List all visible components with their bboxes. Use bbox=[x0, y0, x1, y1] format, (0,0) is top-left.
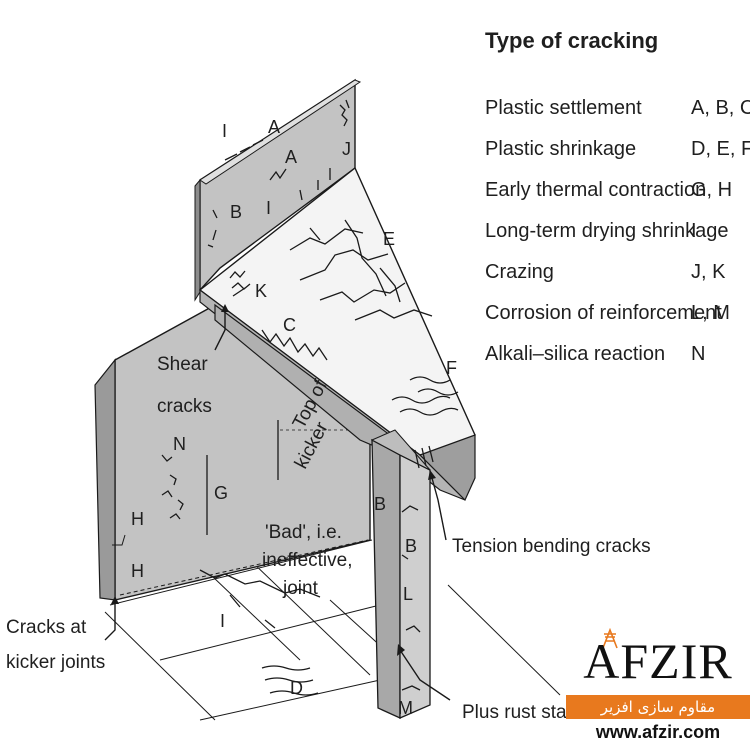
letter-a-mid: A bbox=[285, 147, 297, 167]
legend-type-5: Crazing bbox=[485, 261, 554, 283]
letter-f: F bbox=[446, 358, 457, 378]
letter-i-floor: I bbox=[220, 611, 225, 631]
bad-joint-label-2: ineffective, bbox=[262, 550, 352, 571]
letter-l: L bbox=[403, 584, 413, 604]
letter-i-wall: I bbox=[266, 198, 271, 218]
legend-type-2: Plastic shrinkage bbox=[485, 138, 636, 160]
letter-j: J bbox=[342, 139, 351, 159]
letter-b-wall: B bbox=[230, 202, 242, 222]
legend-codes-4: I bbox=[691, 220, 697, 242]
legend: Type of cracking Plastic settlement A, B,… bbox=[485, 28, 750, 365]
legend-title: Type of cracking bbox=[485, 28, 658, 53]
letter-a-top: A bbox=[268, 117, 280, 137]
kicker-joints-label-2: kicker joints bbox=[6, 652, 105, 673]
legend-codes-2: D, E, F bbox=[691, 138, 750, 160]
logo-wordmark: AFZIR bbox=[566, 632, 750, 690]
letter-c: C bbox=[283, 315, 296, 335]
legend-type-6: Corrosion of reinforcement bbox=[485, 302, 722, 324]
legend-codes-7: N bbox=[691, 343, 705, 365]
letter-e: E bbox=[383, 229, 395, 249]
letter-m: M bbox=[398, 698, 413, 718]
legend-type-3: Early thermal contraction bbox=[485, 179, 706, 201]
letter-b-column-1: B bbox=[374, 494, 386, 514]
letter-h-upper: H bbox=[131, 509, 144, 529]
letter-h-lower: H bbox=[131, 561, 144, 581]
legend-type-7: Alkali–silica reaction bbox=[485, 343, 665, 365]
shear-cracks-label-2: cracks bbox=[157, 396, 212, 417]
logo-tagline: مقاوم سازی افزیر bbox=[566, 695, 750, 719]
legend-type-1: Plastic settlement bbox=[485, 97, 642, 119]
legend-codes-3: G, H bbox=[691, 179, 732, 201]
legend-codes-1: A, B, C bbox=[691, 97, 750, 119]
legend-codes-5: J, K bbox=[691, 261, 726, 283]
kicker-joints-label-1: Cracks at bbox=[6, 617, 87, 638]
letter-d: D bbox=[290, 678, 303, 698]
column bbox=[372, 430, 430, 718]
bad-joint-label-3: joint bbox=[282, 578, 319, 599]
tension-bending-label: Tension bending cracks bbox=[452, 536, 651, 557]
logo-url[interactable]: www.afzir.com bbox=[566, 722, 750, 743]
afzir-logo: AFZIR مقاوم سازی افزیر www.afzir.com bbox=[566, 626, 750, 750]
letter-k: K bbox=[255, 281, 267, 301]
letter-g: G bbox=[214, 483, 228, 503]
shear-cracks-label-1: Shear bbox=[157, 354, 208, 375]
legend-rows: Plastic settlement A, B, C Plastic shrinka… bbox=[485, 97, 750, 365]
letter-n: N bbox=[173, 434, 186, 454]
bad-joint-label-1: 'Bad', i.e. bbox=[265, 522, 342, 543]
letter-i-top: I bbox=[222, 121, 227, 141]
letter-b-column-2: B bbox=[405, 536, 417, 556]
legend-codes-6: L, M bbox=[691, 302, 730, 324]
